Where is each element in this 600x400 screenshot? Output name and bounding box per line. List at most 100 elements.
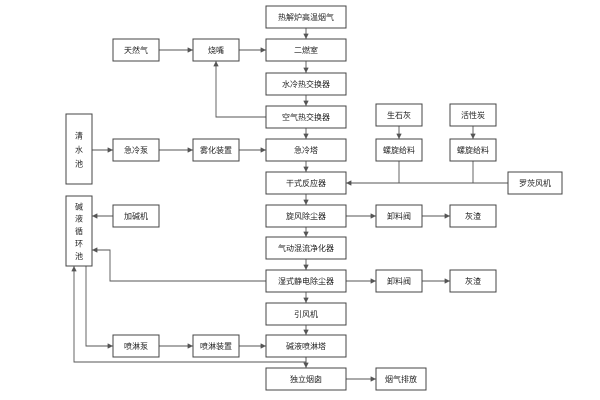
node-quench-tower: 急冷塔 <box>265 138 347 162</box>
node-screw-feeder-2: 螺旋给料 <box>449 138 497 162</box>
node-discharge-valve-1: 卸料阀 <box>375 204 423 228</box>
node-label: 天然气 <box>124 45 148 55</box>
node-label: 清水池 <box>75 131 83 169</box>
node-box <box>265 105 347 129</box>
edge-alkali-tower-to-pool <box>71 266 307 363</box>
node-box <box>265 269 347 293</box>
connector-layer <box>71 28 508 382</box>
node-box <box>265 236 347 260</box>
node-label: 螺旋给料 <box>457 145 489 155</box>
node-dry-reactor: 干式反应器 <box>265 171 347 195</box>
node-label: 灰渣 <box>465 276 481 286</box>
node-box <box>507 171 563 195</box>
node-box <box>375 204 423 228</box>
node-label: 生石灰 <box>387 110 411 120</box>
node-ash-2: 灰渣 <box>449 269 497 293</box>
node-label: 二燃室 <box>294 45 318 55</box>
node-clear-water-pool: 清水池 <box>65 113 93 185</box>
node-natural-gas: 天然气 <box>112 38 160 62</box>
node-label: 卸料阀 <box>387 211 411 221</box>
node-roots-blower: 罗茨风机 <box>507 171 563 195</box>
node-spray-device: 喷淋装置 <box>192 334 240 358</box>
node-label: 卸料阀 <box>387 276 411 286</box>
node-label: 喷淋泵 <box>124 341 148 351</box>
node-label: 喷淋装置 <box>200 341 232 351</box>
node-label: 湿式静电除尘器 <box>278 276 334 286</box>
node-box <box>192 334 240 358</box>
node-wet-esp: 湿式静电除尘器 <box>265 269 347 293</box>
node-label: 引风机 <box>294 309 318 319</box>
node-label: 旋风除尘器 <box>286 211 326 221</box>
node-box <box>265 171 347 195</box>
node-label: 热解炉高温烟气 <box>278 12 334 22</box>
node-activated-carbon: 活性炭 <box>449 103 497 127</box>
node-pyrolysis-gas: 热解炉高温烟气 <box>265 5 347 29</box>
node-box <box>65 113 93 185</box>
node-box <box>265 72 347 96</box>
node-box <box>375 138 423 162</box>
node-label: 气动混流净化器 <box>278 243 334 253</box>
node-box <box>265 204 347 228</box>
node-label: 烧嘴 <box>208 45 224 55</box>
node-box <box>375 103 423 127</box>
node-box <box>449 269 497 293</box>
node-label: 碱液循环池 <box>75 202 83 261</box>
node-box <box>112 38 160 62</box>
node-lime: 生石灰 <box>375 103 423 127</box>
node-spray-pump: 喷淋泵 <box>112 334 160 358</box>
node-box <box>265 5 347 29</box>
node-label: 独立烟囱 <box>290 374 322 384</box>
node-id-fan: 引风机 <box>265 302 347 326</box>
node-air-exchanger: 空气热交换器 <box>265 105 347 129</box>
node-alkali-dosing: 加碱机 <box>112 204 160 228</box>
node-second-chamber: 二燃室 <box>265 38 347 62</box>
node-label: 碱液喷淋塔 <box>286 341 326 351</box>
node-label: 罗茨风机 <box>519 178 551 188</box>
node-layer: 热解炉高温烟气二燃室水冷热交换器空气热交换器急冷塔干式反应器旋风除尘器气动混流净… <box>65 5 563 391</box>
node-water-exchanger: 水冷热交换器 <box>265 72 347 96</box>
node-box <box>192 38 240 62</box>
node-label: 雾化装置 <box>200 145 232 155</box>
node-label: 空气热交换器 <box>282 112 330 122</box>
node-box <box>449 204 497 228</box>
node-gas-scrubber: 气动混流净化器 <box>265 236 347 260</box>
node-label: 活性炭 <box>461 110 485 120</box>
node-box <box>65 195 93 267</box>
node-box <box>192 138 240 162</box>
node-box <box>265 138 347 162</box>
node-ash-1: 灰渣 <box>449 204 497 228</box>
node-box <box>265 334 347 358</box>
node-label: 水冷热交换器 <box>282 79 330 89</box>
node-box <box>265 38 347 62</box>
edge-alkali-pool-to-spray-pump <box>85 266 113 349</box>
node-label: 烟气排放 <box>385 374 417 384</box>
node-label: 急冷塔 <box>294 145 318 155</box>
node-box <box>265 302 347 326</box>
node-label: 加碱机 <box>124 211 148 221</box>
node-alkali-tower: 碱液喷淋塔 <box>265 334 347 358</box>
node-box <box>265 367 347 391</box>
node-box <box>375 269 423 293</box>
node-cyclone-dust: 旋风除尘器 <box>265 204 347 228</box>
edge-air-exchanger-to-burner <box>213 61 266 118</box>
node-box <box>112 138 160 162</box>
node-box <box>449 103 497 127</box>
edge-esp-to-alkali-pool <box>92 247 266 282</box>
node-label: 螺旋给料 <box>383 145 415 155</box>
node-screw-feeder-1: 螺旋给料 <box>375 138 423 162</box>
node-box <box>449 138 497 162</box>
node-burner: 烧嘴 <box>192 38 240 62</box>
node-quench-pump: 急冷泵 <box>112 138 160 162</box>
node-box <box>112 334 160 358</box>
node-atomizer: 雾化装置 <box>192 138 240 162</box>
node-box <box>112 204 160 228</box>
node-discharge-valve-2: 卸料阀 <box>375 269 423 293</box>
node-chimney: 独立烟囱 <box>265 367 347 391</box>
node-label: 干式反应器 <box>286 178 326 188</box>
node-box <box>375 367 427 391</box>
node-label: 灰渣 <box>465 211 481 221</box>
node-emission: 烟气排放 <box>375 367 427 391</box>
node-label: 急冷泵 <box>124 145 148 155</box>
node-alkali-pool: 碱液循环池 <box>65 195 93 267</box>
